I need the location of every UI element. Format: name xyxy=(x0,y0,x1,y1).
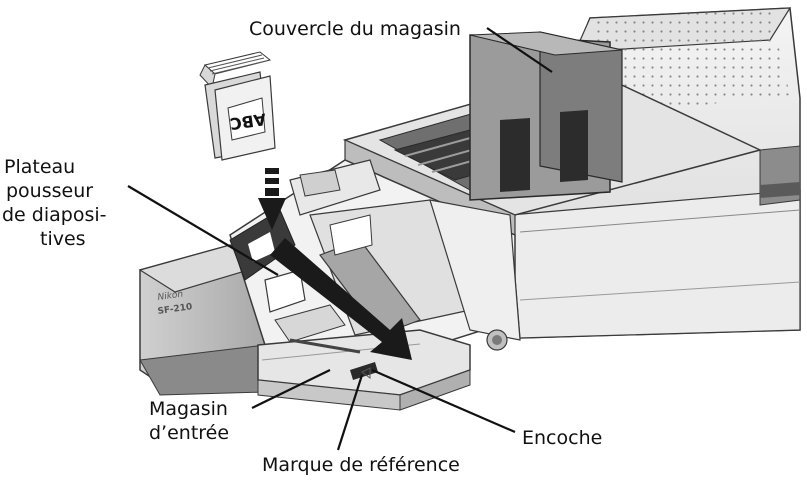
front-housing: Nikon SF-210 xyxy=(138,244,267,396)
label-pusher-line-3: de diaposi- xyxy=(2,204,107,226)
leader-lines xyxy=(127,27,553,451)
label-input-magazine-line-2: d’entrée xyxy=(149,422,230,444)
label-notch: Encoche xyxy=(522,427,603,449)
label-magazine-cover: Couvercle du magasin xyxy=(249,18,461,40)
label-pusher-line-1: Plateau xyxy=(4,156,76,178)
slide-letters: ABC xyxy=(229,110,268,134)
vent-grille xyxy=(590,10,790,112)
reference-mark-triangle xyxy=(361,367,371,379)
leader-notch xyxy=(371,368,516,434)
insert-direction-arrow xyxy=(270,238,412,360)
label-input-magazine-line-1: Magasin xyxy=(149,398,228,420)
magazine-cover-part xyxy=(469,31,623,201)
leader-reference-mark xyxy=(336,374,364,451)
leader-pusher-plate xyxy=(127,185,279,276)
label-pusher-line-2: pousseur xyxy=(6,180,94,202)
leader-magazine-cover xyxy=(486,27,553,73)
label-pusher-line-4: tives xyxy=(40,228,86,250)
drop-arrow xyxy=(258,198,286,230)
model-text: SF-210 xyxy=(157,302,193,317)
brand-text: Nikon xyxy=(157,289,184,303)
leader-input-magazine xyxy=(251,369,331,409)
slide-stack: ABC xyxy=(199,51,286,230)
label-reference-mark: Marque de référence xyxy=(262,454,460,476)
